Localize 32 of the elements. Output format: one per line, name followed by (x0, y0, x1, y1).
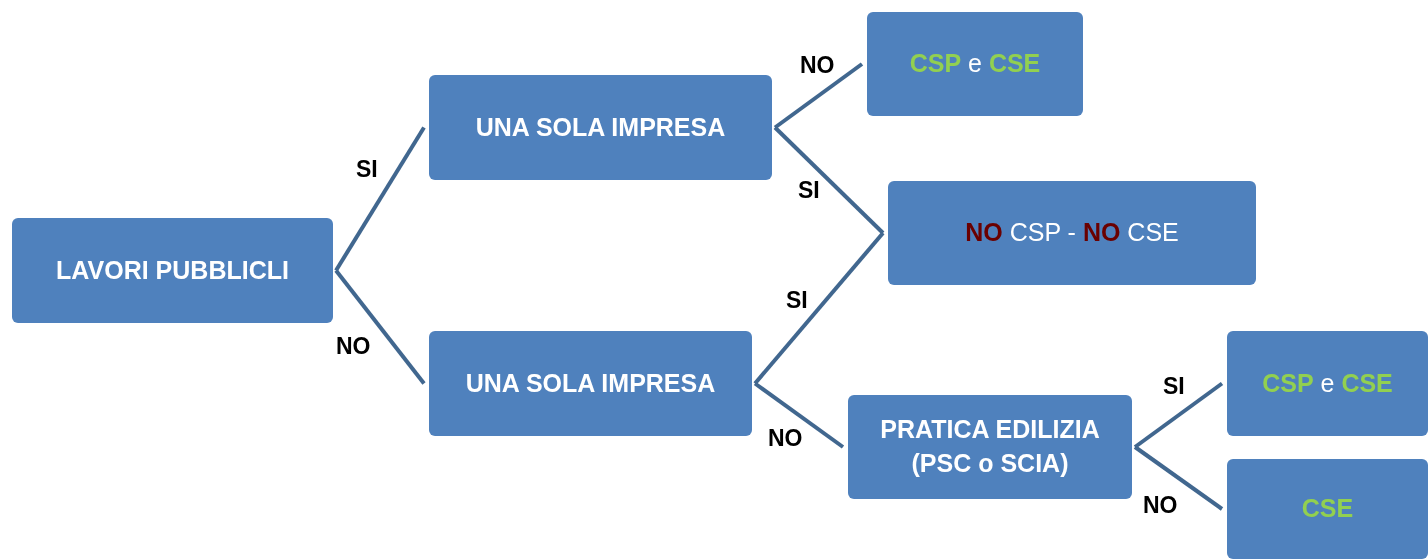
process-box (429, 75, 772, 180)
box-label: PRATICA EDILIZIA (PSC o SCIA) (879, 414, 1101, 479)
connector-line (1133, 381, 1224, 449)
edge-label: SI (786, 287, 808, 314)
box-label: CSP e CSE (1262, 367, 1393, 399)
process-box (1227, 459, 1428, 559)
edge-label: NO (336, 333, 371, 360)
process-box (429, 331, 752, 436)
edge-label: NO (800, 52, 835, 79)
box-label: UNA SOLA IMPRESA (475, 111, 726, 143)
connector-line (334, 269, 426, 385)
process-box (848, 395, 1132, 499)
connector-line (773, 62, 864, 130)
edge-label: NO (768, 425, 803, 452)
process-box (12, 218, 333, 323)
connector-line (334, 126, 426, 272)
process-box (888, 181, 1256, 285)
box-label: UNA SOLA IMPRESA (465, 367, 716, 399)
edge-label: SI (356, 156, 378, 183)
box-label: CSE (1301, 493, 1354, 525)
box-label: NO CSP - NO CSE (965, 217, 1179, 249)
edge-label: SI (1163, 373, 1185, 400)
box-label: LAVORI PUBBLICLI (56, 254, 289, 286)
connector-line (1133, 445, 1224, 511)
process-box (867, 12, 1083, 116)
edge-label: SI (798, 177, 820, 204)
edge-label: NO (1143, 492, 1178, 519)
connector-line (773, 126, 885, 235)
box-label: CSP e CSE (909, 48, 1041, 80)
connector-line (753, 381, 845, 449)
process-box (1227, 331, 1428, 436)
connector-line (753, 231, 885, 385)
